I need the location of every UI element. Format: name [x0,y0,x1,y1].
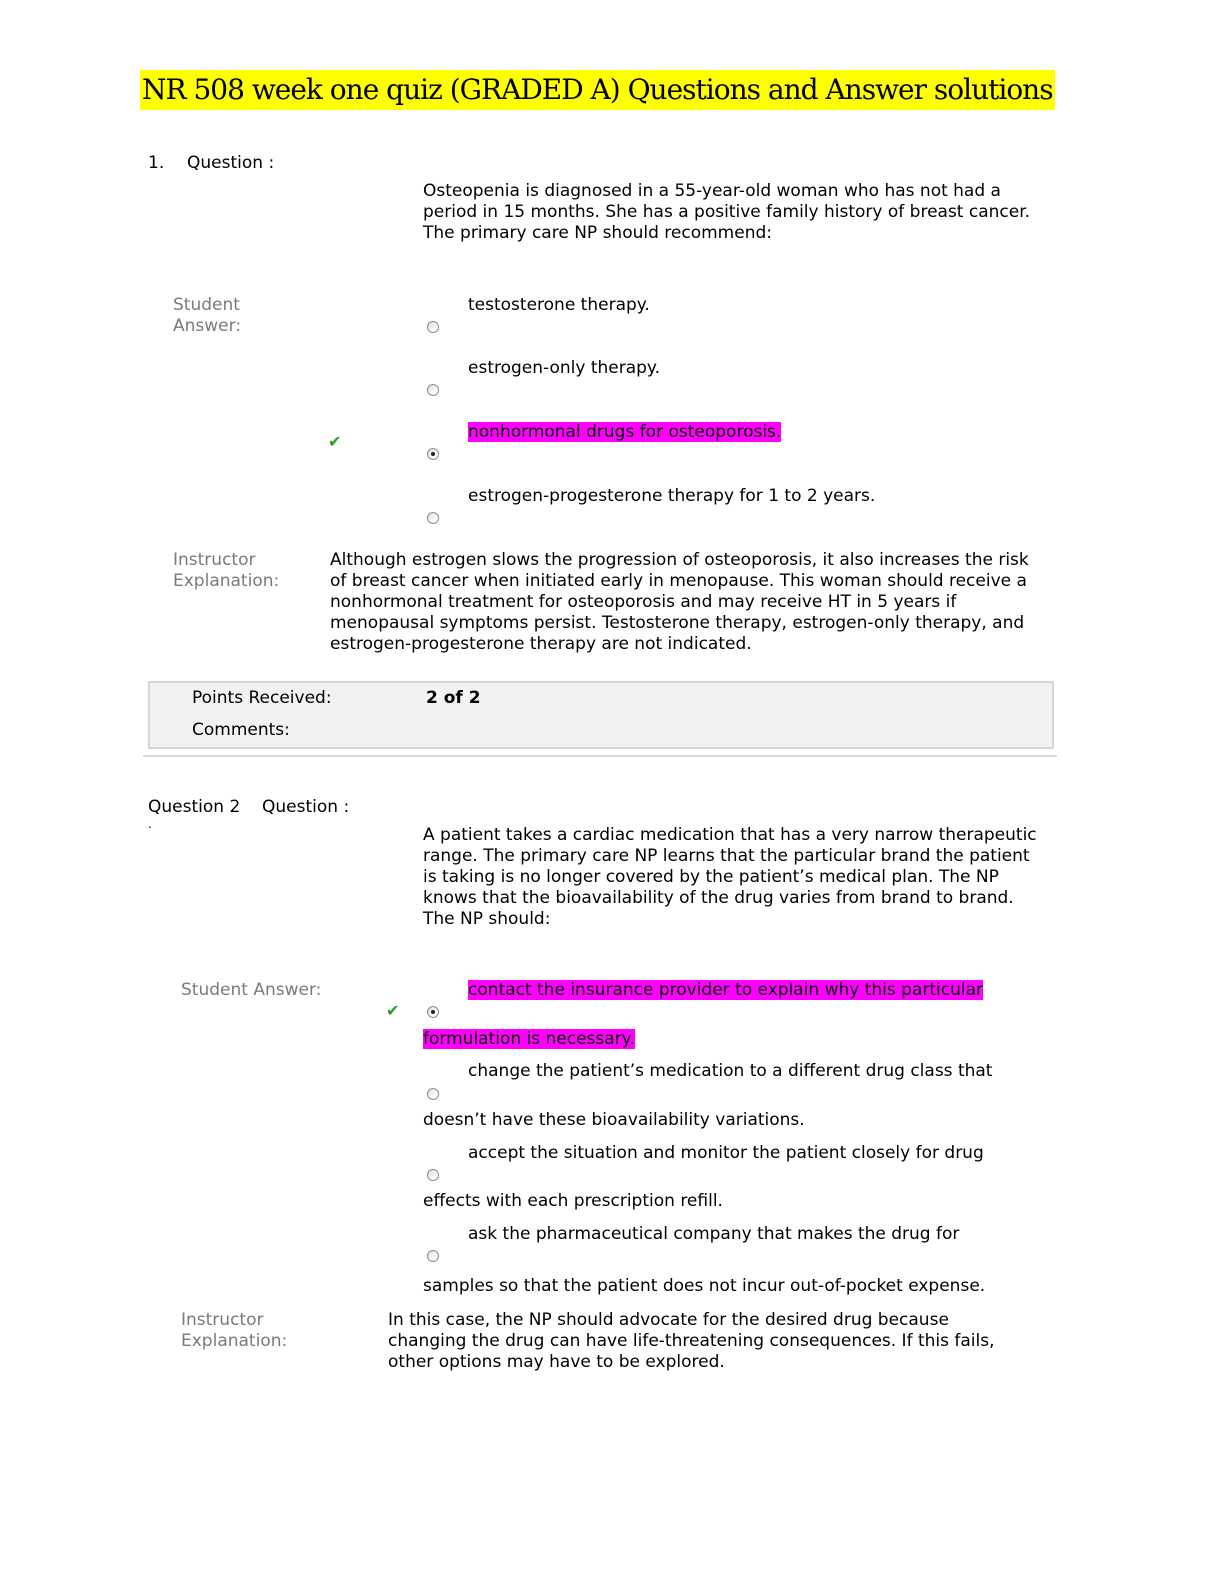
question-2-explanation-label: Instructor Explanation: [181,1310,288,1351]
q2-option-1-text: contact the insurance provider to explai… [468,980,984,1000]
q2-option-3-text: accept the situation and monitor the pat… [468,1143,984,1163]
checkmark-icon: ✔ [386,1001,400,1020]
points-received-value: 2 of 2 [426,688,481,708]
q1-option-4-text: estrogen-progesterone therapy for 1 to 2… [468,486,876,506]
question-2-number: Question 2 [148,797,241,817]
q2-option-2-text-cont: doesn’t have these bioavailability varia… [423,1110,805,1130]
q2-option-1-radio-selected[interactable] [427,1006,439,1018]
question-2-dot: . [148,817,152,831]
checkmark-icon: ✔ [328,432,342,451]
question-2-label: Question : [262,797,350,817]
q2-option-2-text: change the patient’s medication to a dif… [468,1061,993,1081]
question-1-stem: Osteopenia is diagnosed in a 55-year-old… [423,181,1031,243]
q1-option-3-text: nonhormonal drugs for osteoporosis. [468,422,782,442]
q2-option-2-radio[interactable] [427,1088,439,1100]
question-1-explanation: Although estrogen slows the progression … [330,550,1029,654]
q1-option-2-radio[interactable] [427,384,439,396]
q2-option-4-radio[interactable] [427,1250,439,1262]
q2-option-4-text-cont: samples so that the patient does not inc… [423,1276,986,1296]
q2-option-3-radio[interactable] [427,1169,439,1181]
q1-option-3-radio-selected[interactable] [427,448,439,460]
question-1-number: 1. [148,153,165,173]
question-2-stem: A patient takes a cardiac medication tha… [423,825,1037,929]
question-1-student-answer-label: Student Answer: [173,295,242,336]
points-received-label: Points Received: [192,688,332,708]
points-box [148,681,1054,749]
q2-option-3-text-cont: effects with each prescription refill. [423,1191,723,1211]
question-1-label: Question : [187,153,275,173]
question-1-explanation-label: Instructor Explanation: [173,550,280,591]
q2-option-4-text: ask the pharmaceutical company that make… [468,1224,960,1244]
question-divider [143,755,1057,757]
q1-option-2-text: estrogen-only therapy. [468,358,660,378]
q1-option-1-radio[interactable] [427,321,439,333]
q1-option-4-radio[interactable] [427,512,439,524]
question-2-student-answer-label: Student Answer: [181,980,322,1000]
q2-option-1-text-cont: formulation is necessary. [423,1029,635,1049]
document-title: NR 508 week one quiz (GRADED A) Question… [140,70,1055,110]
q1-option-1-text: testosterone therapy. [468,295,650,315]
question-2-explanation: In this case, the NP should advocate for… [388,1310,995,1372]
comments-label: Comments: [192,720,290,740]
